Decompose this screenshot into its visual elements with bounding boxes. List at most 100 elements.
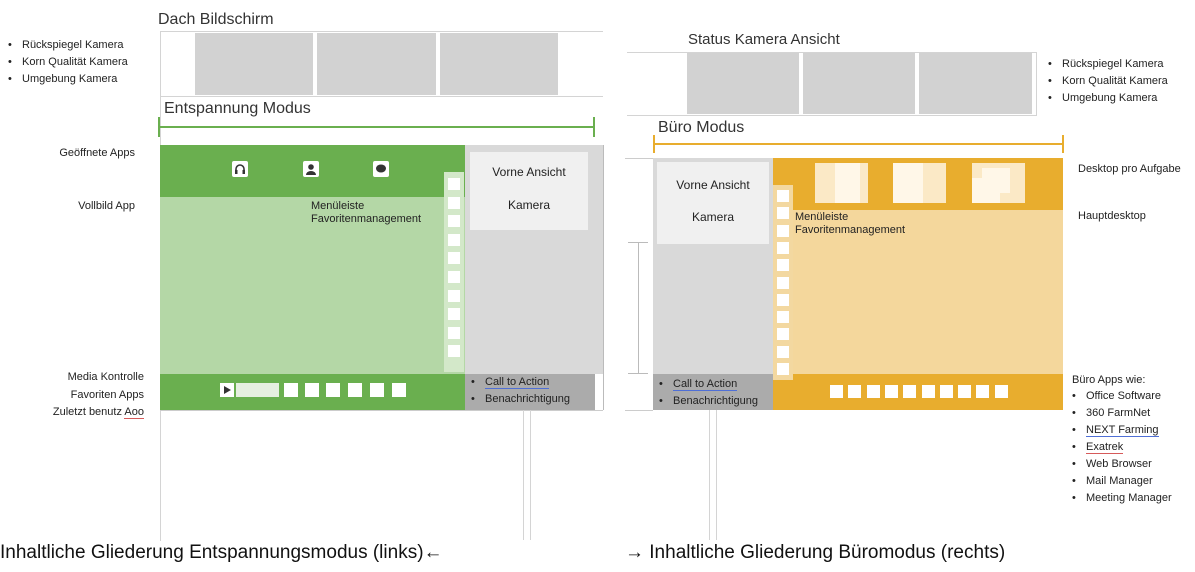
left-front-view-line2: Kamera (507, 198, 551, 212)
entspannung-mode-title: Entspannung Modus (164, 100, 311, 117)
task-desktop-2[interactable] (893, 163, 946, 203)
office-app-item: Meeting Manager (1072, 490, 1172, 507)
headphones-icon[interactable] (232, 161, 248, 177)
favorite-strip-slot[interactable] (777, 259, 789, 272)
right-stand-line-2 (716, 410, 717, 540)
office-app-slot[interactable] (939, 385, 953, 398)
chat-bubble-icon[interactable] (373, 161, 389, 177)
left-camera-list: Rückspiegel Kamera Korn Qualität Kamera … (8, 37, 128, 88)
status-camera-3 (919, 53, 1032, 114)
right-front-view-box (657, 162, 769, 244)
left-bottom-bullet: Call to Action (471, 374, 570, 391)
right-main-desktop-area (773, 210, 1063, 374)
task-desktop-1[interactable] (815, 163, 868, 203)
right-camera-item: Umgebung Kamera (1048, 90, 1168, 107)
right-bottom-bullets: Call to Action Benachrichtigung (659, 376, 758, 410)
buero-bracket (653, 135, 1064, 153)
favorite-strip-slot[interactable] (448, 345, 460, 358)
dach-top-line (160, 31, 603, 32)
dach-bottom-line (160, 96, 603, 97)
left-panel-edge (603, 145, 604, 410)
label-fullscreen-app: Vollbild App (78, 200, 135, 212)
office-app-slot[interactable] (921, 385, 935, 398)
left-camera-item: Umgebung Kamera (8, 71, 128, 88)
left-stand-line-1 (523, 410, 524, 540)
office-app-slot[interactable] (958, 385, 972, 398)
right-top-line (625, 158, 653, 159)
left-menubar-line: Menüleiste (311, 200, 365, 212)
right-stand-line-1 (709, 410, 710, 540)
favorite-strip-slot[interactable] (777, 276, 789, 289)
favorite-strip-slot[interactable] (448, 233, 460, 246)
favorite-strip-slot[interactable] (777, 293, 789, 306)
office-app-name: Exatrek (1086, 441, 1124, 454)
right-bottom-bullet: Call to Action (659, 376, 758, 393)
left-bottom-bullet: Benachrichtigung (471, 391, 570, 408)
favorite-strip-slot[interactable] (448, 326, 460, 339)
favorite-strip-slot[interactable] (777, 328, 789, 341)
favorite-strip-slot[interactable] (777, 311, 789, 324)
dach-title: Dach Bildschirm (158, 11, 274, 28)
status-camera-2 (803, 53, 915, 114)
right-camera-item: Korn Qualität Kamera (1048, 73, 1168, 90)
label-recent-prefix: Zuletzt benutz (52, 406, 125, 418)
left-camera-item: Rückspiegel Kamera (8, 37, 128, 54)
office-app-slot[interactable] (848, 385, 862, 398)
label-open-apps: Geöffnete Apps (59, 147, 135, 159)
favorite-strip-slot[interactable] (777, 241, 789, 254)
favorite-strip-slot[interactable] (777, 363, 789, 375)
label-desktop-per-task: Desktop pro Aufgabe (1078, 163, 1181, 175)
favorite-strip-slot[interactable] (448, 308, 460, 321)
office-app-slot[interactable] (866, 385, 880, 398)
office-app-slot[interactable] (884, 385, 898, 398)
right-front-view-line2: Kamera (691, 210, 735, 224)
office-app-slot[interactable] (903, 385, 917, 398)
favorite-strip-slot[interactable] (777, 345, 789, 358)
office-app-slot[interactable] (830, 385, 843, 398)
favorite-app-slot[interactable] (392, 383, 406, 397)
right-camera-list: Rückspiegel Kamera Korn Qualität Kamera … (1048, 56, 1168, 107)
media-progress-bar[interactable] (236, 383, 279, 397)
left-front-view-box (470, 152, 588, 230)
left-fullscreen-app-area (160, 197, 465, 374)
favorite-app-slot[interactable] (370, 383, 384, 397)
favorite-strip-slot[interactable] (777, 224, 789, 237)
play-icon[interactable] (220, 383, 234, 397)
office-app-item: Exatrek (1072, 439, 1172, 456)
right-menubar-label: Menüleiste Favoritenmanagement (795, 211, 905, 237)
left-menubar-line: Favoritenmanagement (311, 213, 422, 225)
office-app-item: Web Browser (1072, 456, 1172, 473)
favorite-strip-slot[interactable] (777, 190, 789, 202)
left-camera-item: Korn Qualität Kamera (8, 54, 128, 71)
favorite-strip-slot[interactable] (448, 215, 460, 228)
favorite-strip-slot[interactable] (777, 207, 789, 220)
favorite-app-slot[interactable] (326, 383, 340, 397)
favorite-strip-slot[interactable] (448, 252, 460, 265)
favorite-strip-slot[interactable] (448, 178, 460, 190)
status-camera-1 (687, 53, 799, 114)
status-right-edge (1036, 52, 1037, 116)
buero-mode-title: Büro Modus (658, 119, 745, 136)
office-app-slot[interactable] (994, 385, 1008, 398)
left-base-line (160, 410, 603, 411)
favorite-strip-slot[interactable] (448, 271, 460, 283)
favorite-strip-slot[interactable] (448, 289, 460, 302)
right-apps-bar (773, 374, 1063, 410)
favorite-app-slot[interactable] (348, 383, 362, 397)
office-app-name: NEXT Farming (1086, 424, 1159, 437)
left-stand-line-2 (530, 410, 531, 540)
call-to-action-text: Call to Action (673, 378, 738, 391)
person-icon[interactable] (303, 161, 319, 177)
office-app-item: NEXT Farming (1072, 422, 1172, 439)
office-app-slot[interactable] (976, 385, 990, 398)
label-favorite-apps: Favoriten Apps (70, 389, 144, 401)
favorite-app-slot[interactable] (305, 383, 319, 397)
right-front-view-line1: Vorne Ansicht (676, 178, 750, 192)
label-main-desktop: Hauptdesktop (1078, 210, 1146, 222)
status-bottom-line (627, 115, 1037, 116)
label-recent-word: Aoo (124, 406, 144, 419)
favorite-app-slot[interactable] (284, 383, 298, 397)
favorite-strip-slot[interactable] (448, 196, 460, 209)
call-to-action-text: Call to Action (485, 376, 550, 389)
task-desktop-3[interactable] (972, 163, 1025, 203)
